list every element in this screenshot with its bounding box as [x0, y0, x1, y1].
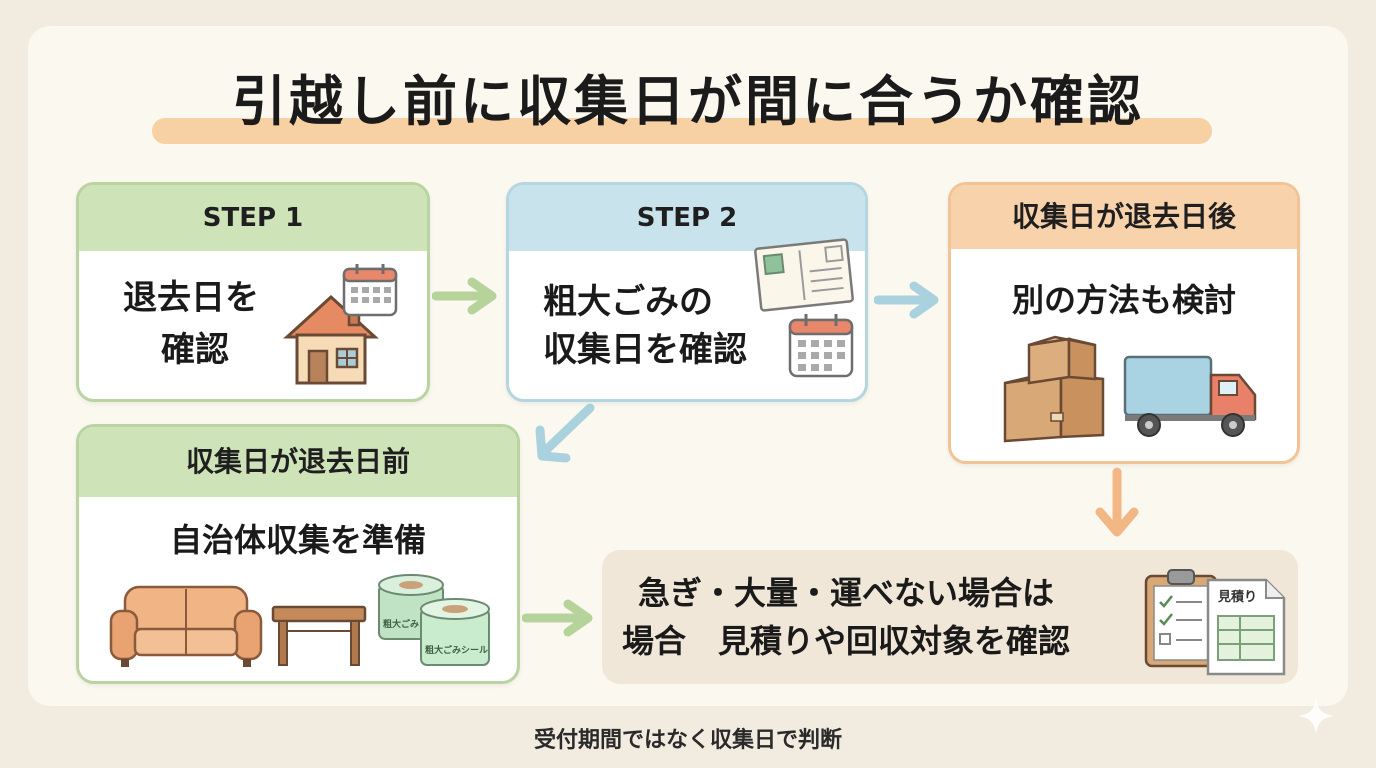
truck-icon: [1121, 353, 1261, 441]
step1-header: STEP 1: [79, 185, 427, 251]
arrow-right-icon: [874, 280, 944, 320]
urgent-case-card: 急ぎ・大量・運べない場合は 場合 見積りや回収対象を確認 見積り: [602, 550, 1298, 684]
arrow-right-icon: [522, 598, 598, 638]
step2-text-line1: 粗大ごみの: [543, 282, 713, 322]
step2-header: STEP 2: [509, 185, 865, 251]
step1-card: STEP 1 退去日を 確認: [76, 182, 430, 402]
table-icon: [269, 603, 369, 669]
collection-before-moveout-card: 収集日が退去日前 自治体収集を準備 粗大ごみ: [76, 424, 520, 684]
house-icon: [281, 285, 381, 385]
postcard-icon: [752, 236, 856, 314]
step1-text-line2: 確認: [161, 330, 229, 370]
urgent-text-line1: 急ぎ・大量・運べない場合は: [638, 574, 1055, 612]
collection-after-text: 別の方法も検討: [1011, 281, 1236, 319]
sparkle-icon: [1296, 696, 1336, 736]
estimate-label: 見積り: [1218, 590, 1258, 605]
collection-before-header: 収集日が退去日前: [79, 427, 517, 497]
arrow-right-icon: [432, 276, 502, 316]
sticker-label-b: 粗大ごみシール: [425, 646, 489, 656]
footer-note: 受付期間ではなく収集日で判断: [533, 728, 842, 753]
urgent-text-line2: 場合 見積りや回収対象を確認: [622, 622, 1071, 660]
collection-before-text: 自治体収集を準備: [169, 521, 426, 559]
title-area: 引越し前に収集日が間に合うか確認: [0, 62, 1376, 142]
sticker-label-a: 粗大ごみ: [383, 620, 420, 630]
sticker-roll-icon: 粗大ごみ 粗大ごみシール: [375, 573, 493, 673]
title-highlight: [152, 118, 1212, 144]
arrow-down-left-icon: [530, 400, 600, 466]
page-title: 引越し前に収集日が間に合うか確認: [232, 70, 1144, 133]
estimate-document-icon: 見積り: [1204, 576, 1288, 678]
boxes-icon: [999, 333, 1109, 443]
arrow-down-icon: [1092, 466, 1142, 542]
collection-after-header: 収集日が退去日後: [951, 185, 1297, 249]
calendar-icon: [786, 310, 856, 380]
step2-text-line2: 収集日を確認: [543, 330, 747, 370]
step1-text-line1: 退去日を: [123, 278, 259, 318]
calendar-icon: [341, 261, 399, 317]
collection-after-moveout-card: 収集日が退去日後 別の方法も検討: [948, 182, 1300, 464]
clipboard-icon: [1142, 566, 1222, 670]
sofa-icon: [107, 579, 265, 669]
